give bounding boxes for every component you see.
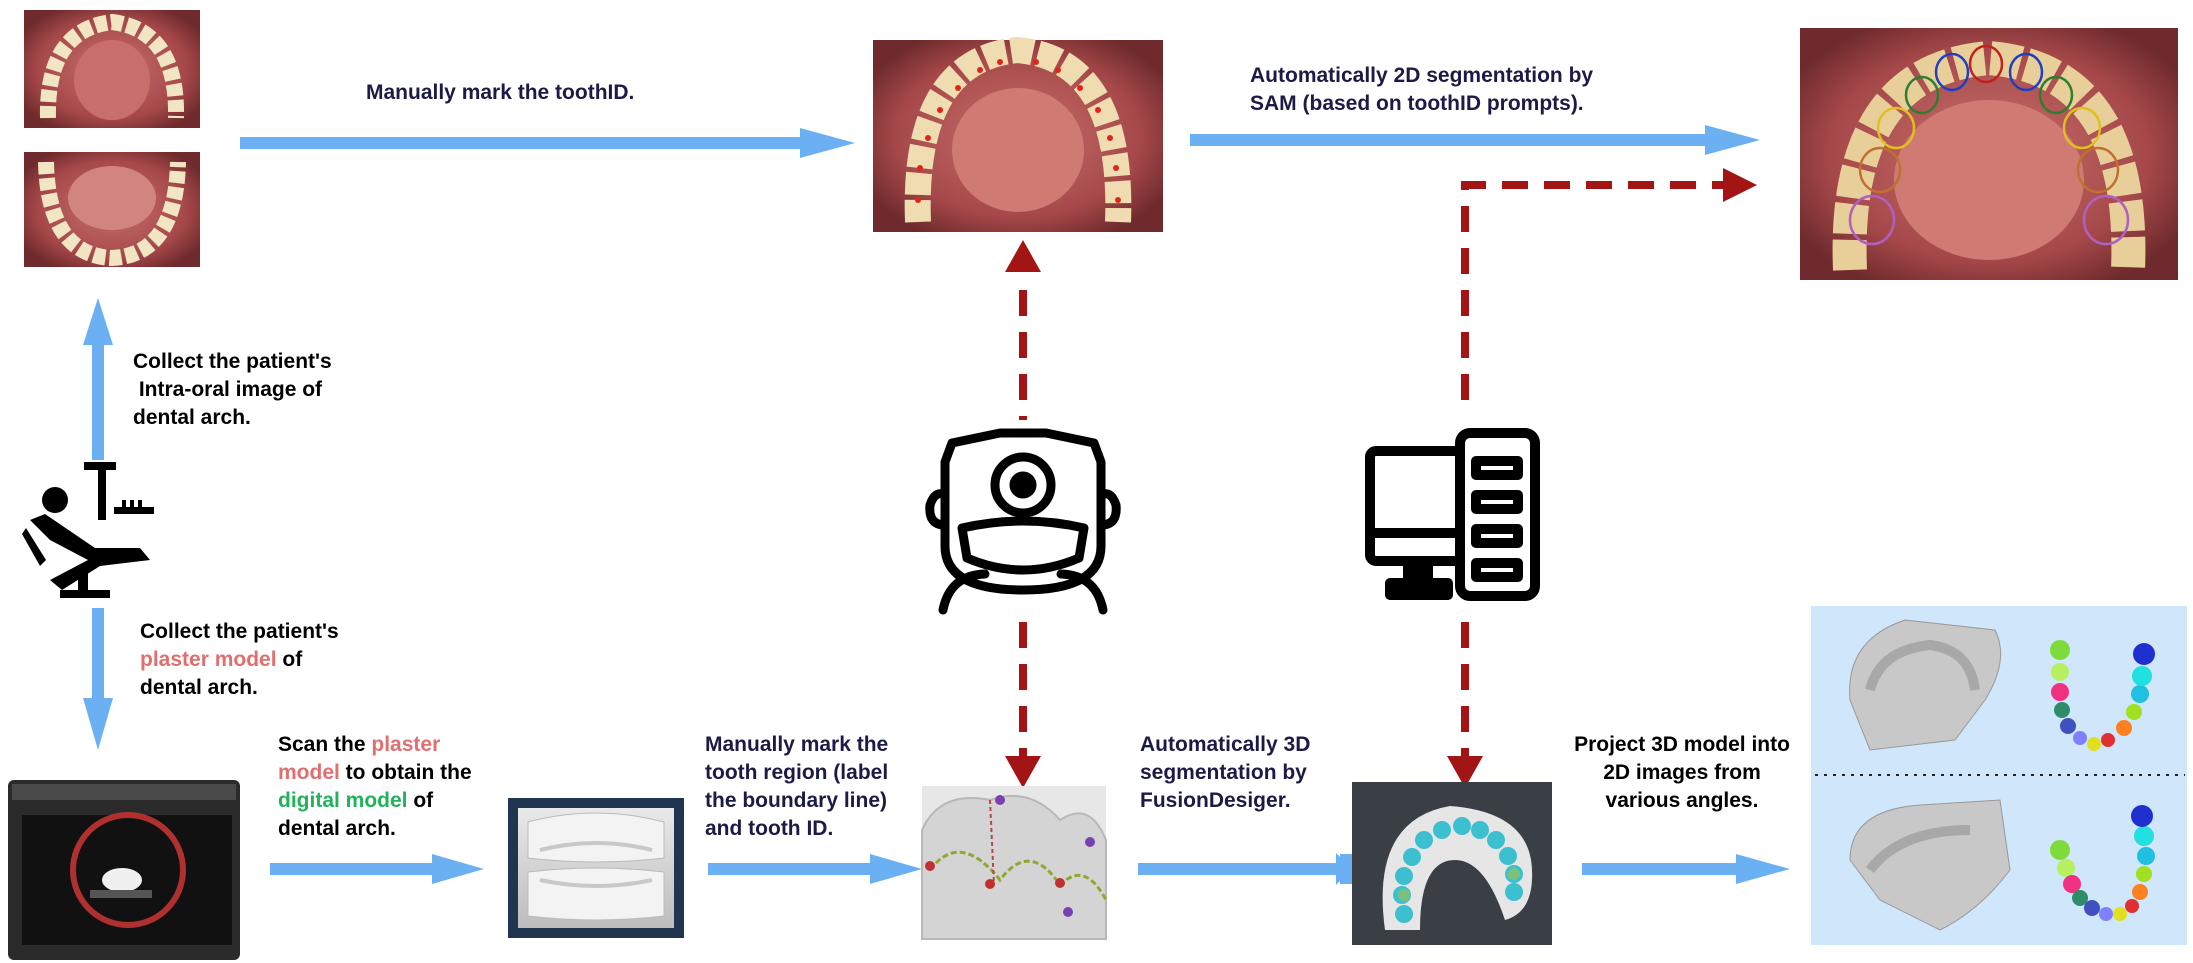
mark-region-line-3: the boundary line): [705, 789, 888, 812]
step-project-label: Project 3D model into 2D images from var…: [1562, 731, 1802, 815]
auto-2d-seg-line-1: Automatically 2D segmentation by: [1250, 64, 1594, 87]
blue-arrow-up-to-images: [83, 298, 113, 460]
collect-plaster-line-1: Collect the patient's: [140, 620, 339, 643]
project-line-3: various angles.: [1605, 789, 1759, 812]
project-line-2: 2D images from: [1603, 761, 1761, 784]
auto-2d-seg-line-2: SAM (based on toothID prompts).: [1250, 92, 1584, 115]
intraoral-lower-image: [24, 152, 200, 267]
scan-l2b: to obtain the: [339, 761, 472, 784]
intraoral-upper-image: [24, 10, 200, 128]
blue-arrow-scan: [270, 854, 484, 884]
3d-scanner-device: [8, 780, 240, 960]
collect-plaster-line-2: plaster model of: [140, 646, 339, 674]
red-arrowhead-right: [1723, 168, 1757, 202]
mark-region-line-1: Manually mark the: [705, 733, 889, 756]
blue-arrow-project: [1582, 854, 1790, 884]
projection-model-bottom: [1849, 799, 2011, 931]
intraoral-segmented-image: [1800, 28, 2178, 280]
plaster-model-highlight: plaster model: [140, 648, 277, 671]
blue-arrow-mark-region: [708, 854, 922, 884]
step-auto-2d-seg-label: Automatically 2D segmentation by SAM (ba…: [1250, 62, 1593, 118]
red-arrowhead-down: [1005, 756, 1041, 788]
blue-arrow-auto-2d-seg: [1190, 125, 1760, 155]
mark-region-line-4: and tooth ID.: [705, 817, 834, 840]
mark-region-line-2: tooth region (label: [705, 761, 889, 784]
red-arrowhead-down-2: [1447, 756, 1483, 788]
auto-3d-seg-line-2: segmentation by: [1140, 761, 1307, 784]
collect-image-line-1: Collect the patient's: [133, 350, 332, 373]
scan-l1a: Scan the: [278, 733, 372, 756]
scan-line-2: model to obtain the: [278, 759, 472, 787]
projection-colored-teeth-bottom: [2050, 805, 2155, 921]
scan-model-highlight: model: [278, 761, 340, 784]
red-dashed-arrow-computer: [1461, 181, 1735, 760]
step-collect-image-label: Collect the patient's Intra-oral image o…: [133, 348, 332, 432]
blue-arrow-auto-3d-seg: [1138, 853, 1352, 885]
auto-3d-seg-line-3: FusionDesiger.: [1140, 789, 1291, 812]
tooth-region-marked-image: [921, 786, 1108, 940]
scan-l3b: of: [407, 789, 434, 812]
scan-line-1: Scan the plaster: [278, 731, 472, 759]
collect-image-line-2: Intra-oral image of: [133, 378, 323, 401]
segmented-3d-arch-image: [1352, 782, 1552, 945]
scan-line-3: digital model of: [278, 787, 472, 815]
collect-image-line-3: dental arch.: [133, 406, 251, 429]
plaster-model-image: [508, 798, 684, 938]
scan-digital-model-highlight: digital model: [278, 789, 408, 812]
projection-panel: [1811, 606, 2187, 945]
auto-3d-seg-line-1: Automatically 3D: [1140, 733, 1311, 756]
red-arrowhead-up: [1005, 240, 1041, 272]
dentist-chair-icon: [22, 462, 154, 598]
step-auto-3d-seg-label: Automatically 3D segmentation by FusionD…: [1140, 731, 1310, 815]
step-scan-label: Scan the plaster model to obtain the dig…: [278, 731, 472, 843]
dentist-with-head-mirror-icon: [925, 428, 1121, 615]
projection-model-top: [1849, 619, 2002, 751]
desktop-computer-icon: [1365, 428, 1540, 601]
project-line-1: Project 3D model into: [1574, 733, 1790, 756]
scan-plaster-highlight: plaster: [371, 733, 441, 756]
projection-colored-teeth-top: [2050, 640, 2155, 751]
intraoral-marked-image: [873, 36, 1163, 232]
collect-plaster-after: of: [276, 648, 303, 671]
step-mark-tooth-id-label: Manually mark the toothID.: [366, 81, 635, 104]
blue-arrow-down-to-scanner: [83, 608, 113, 750]
step-mark-region-label: Manually mark the tooth region (label th…: [705, 731, 888, 843]
blue-arrow-mark-tooth-id: [240, 128, 855, 158]
step-collect-plaster-label: Collect the patient's plaster model of d…: [140, 618, 339, 702]
scan-line-4: dental arch.: [278, 817, 396, 840]
collect-plaster-line-3: dental arch.: [140, 676, 258, 699]
